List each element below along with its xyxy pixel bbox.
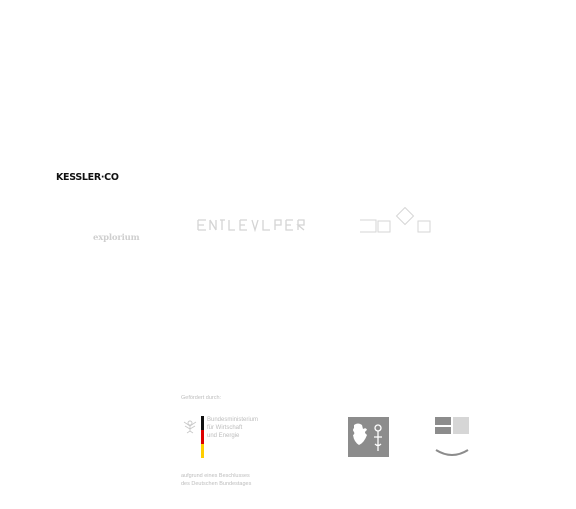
decision-line-2: des Deutschen Bundestages (181, 481, 252, 487)
blocks-logo-icon (360, 206, 431, 233)
flag-black-stripe (201, 416, 204, 430)
funding-note: Gefördert durch: (181, 395, 222, 401)
kessler-co-logo: KESSLER·CO (56, 172, 119, 183)
ministry-line-1: Bundesministerium (207, 417, 259, 423)
ministry-line-2: für Wirtschaft (207, 425, 243, 431)
partner-wordmark-logo (196, 214, 312, 236)
wordmark-logo-icon (197, 219, 305, 233)
flag-gold-stripe (201, 444, 204, 458)
german-flag-bar (201, 416, 204, 458)
decision-line-1: aufgrund eines Beschlusses (181, 473, 250, 479)
explorium-logo: explorium (93, 233, 140, 243)
grid-partner-logo (434, 416, 470, 462)
partner-blocks-logo (358, 206, 434, 237)
coat-of-arms-icon (348, 417, 389, 457)
funding-decision-text: aufgrund eines Beschlusses des Deutschen… (181, 472, 281, 488)
ministry-name: Bundesministerium für Wirtschaft und Ene… (207, 416, 277, 440)
federal-eagle-icon (180, 416, 200, 436)
ministry-line-3: und Energie (207, 433, 240, 439)
flag-red-stripe (201, 430, 204, 444)
